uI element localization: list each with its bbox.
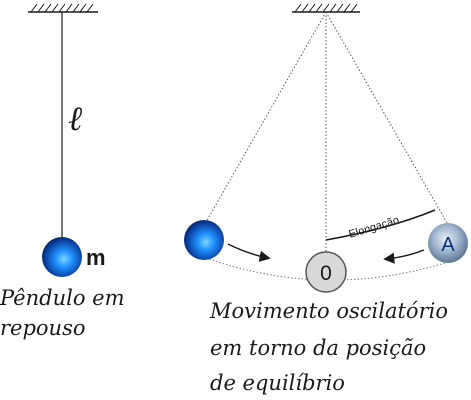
left-ceiling-support bbox=[28, 3, 98, 13]
motion-caption-line-1: Movimento oscilatório bbox=[209, 299, 448, 323]
rest-bob bbox=[42, 237, 82, 277]
right-arrow bbox=[383, 249, 425, 264]
amplitude-bob bbox=[428, 223, 468, 263]
left-arrow bbox=[227, 243, 271, 262]
oscillating-pendulum: Elongação 0 A Movimento oscilatório em t… bbox=[184, 3, 468, 395]
left-string bbox=[205, 11, 327, 223]
center-label: 0 bbox=[320, 262, 332, 285]
left-bob bbox=[184, 220, 224, 260]
elongation-arc bbox=[325, 209, 436, 241]
length-symbol: ℓ bbox=[68, 99, 82, 139]
amplitude-label: A bbox=[441, 234, 455, 256]
right-ceiling-support bbox=[292, 3, 360, 13]
right-string bbox=[325, 11, 451, 229]
rest-caption-line-1: Pêndulo em bbox=[0, 286, 124, 310]
center-position-circle bbox=[305, 251, 347, 293]
rest-caption-line-2: repouso bbox=[0, 316, 86, 340]
rest-pendulum: ℓ m Pêndulo em repouso bbox=[0, 3, 124, 340]
mass-label: m bbox=[86, 245, 106, 270]
elongation-label: Elongação bbox=[347, 214, 400, 241]
motion-caption-line-3: de equilíbrio bbox=[210, 371, 345, 395]
motion-caption-line-2: em torno da posição bbox=[210, 336, 426, 360]
